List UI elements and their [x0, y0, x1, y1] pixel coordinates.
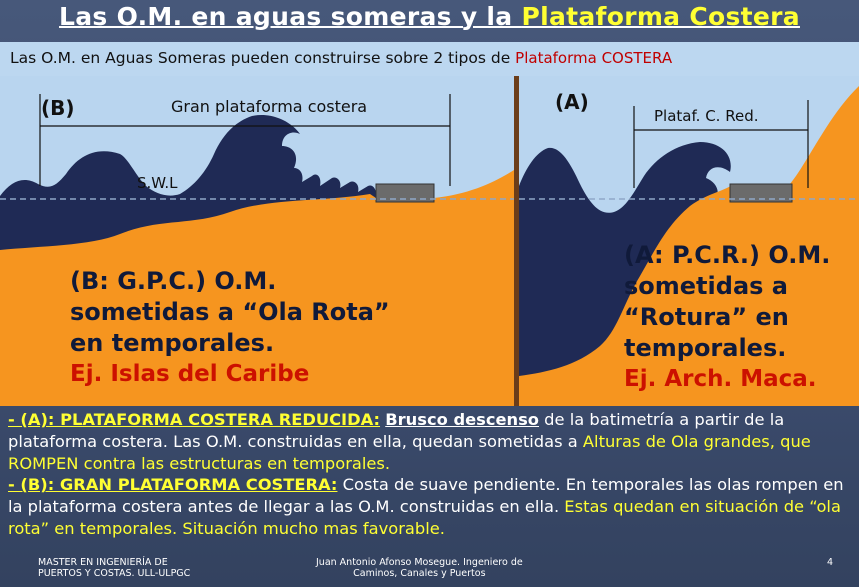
footer-left: MASTER EN INGENIERÍA DE PUERTOS Y COSTAS…	[38, 557, 190, 579]
b-heading: - (B): GRAN PLATAFORMA COSTERA:	[8, 475, 338, 495]
right-panel	[519, 76, 859, 406]
right-text-line: “Rotura” en	[624, 303, 789, 331]
left-panel	[0, 76, 514, 406]
left-land	[0, 170, 514, 406]
footer-left-line2: PUERTOS Y COSTAS. ULL-ULPGC	[38, 568, 191, 579]
right-breakwater	[729, 183, 793, 203]
a-yellow: Alturas de Ola grandes, que ROMPEN contr…	[8, 431, 811, 473]
right-text-line: sometidas a	[624, 272, 788, 300]
panel-divider	[514, 76, 519, 406]
coastal-diagram	[0, 76, 859, 406]
subtitle-highlight: Plataforma COSTERA	[515, 49, 673, 67]
right-example: Ej. Arch. Maca.	[624, 366, 817, 392]
left-text-line: en temporales.	[70, 329, 275, 357]
footer-left-line1: MASTER EN INGENIERÍA DE	[38, 557, 168, 568]
b-yellow: Estas quedan en situación de “ola rota” …	[8, 497, 841, 538]
right-description: (A: P.C.R.) O.M. sometidas a “Rotura” en…	[624, 240, 830, 395]
swl-label: S.W.L	[137, 174, 178, 192]
subtitle-text: Las O.M. en Aguas Someras pueden constru…	[10, 49, 516, 67]
footer-center-line2: Caminos, Canales y Puertos	[353, 568, 486, 579]
label-a: (A)	[555, 90, 589, 114]
a-strong: Brusco descenso	[385, 410, 539, 429]
left-text-line: (B: G.P.C.) O.M.	[70, 267, 277, 295]
label-b: (B)	[41, 96, 75, 120]
footer-center: Juan Antonio Afonso Mosegue. Ingeniero d…	[316, 557, 523, 579]
subtitle: Las O.M. en Aguas Someras pueden constru…	[10, 49, 672, 67]
explanation-text: - (A): PLATAFORMA COSTERA REDUCIDA: Brus…	[8, 409, 856, 540]
a-heading: - (A): PLATAFORMA COSTERA REDUCIDA:	[8, 410, 381, 429]
slide-title: Las O.M. en aguas someras y la Plataform…	[0, 2, 859, 31]
right-text-line: temporales.	[624, 334, 787, 362]
left-breakwater	[375, 183, 435, 203]
right-land	[519, 86, 859, 406]
title-part1: Las O.M. en aguas someras y la	[59, 2, 522, 31]
title-part2: Plataforma Costera	[521, 2, 800, 31]
footer-center-line1: Juan Antonio Afonso Mosegue. Ingeniero d…	[316, 557, 523, 568]
a-rest: de la batimetría a partir de la platafor…	[8, 410, 785, 451]
left-description: (B: G.P.C.) O.M. sometidas a “Ola Rota” …	[70, 266, 390, 390]
page-number: 4	[827, 557, 834, 568]
right-text-line: (A: P.C.R.) O.M.	[624, 241, 831, 269]
pcr-label: Plataf. C. Red.	[654, 107, 759, 125]
gpc-label: Gran plataforma costera	[171, 97, 368, 116]
left-example: Ej. Islas del Caribe	[70, 361, 310, 387]
left-text-line: sometidas a “Ola Rota”	[70, 298, 390, 326]
b-rest: Costa de suave pendiente. En temporales …	[8, 475, 844, 517]
subtitle-band	[0, 42, 859, 76]
